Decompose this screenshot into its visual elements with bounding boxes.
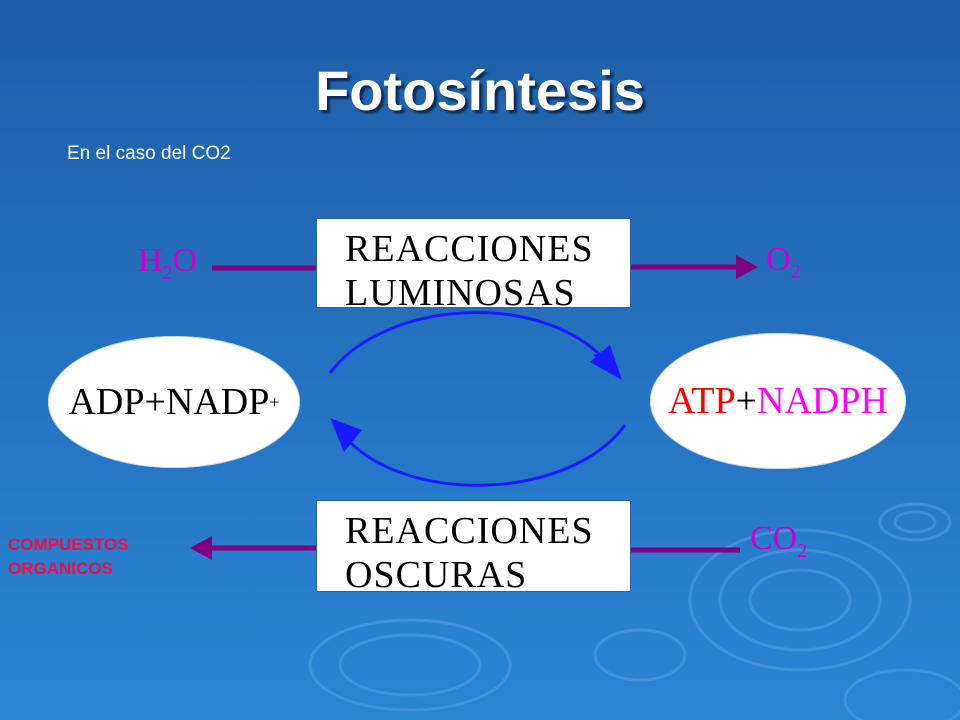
cycle-arrow-top <box>328 311 607 374</box>
adp-nadp-ellipse: ADP+NADP+ <box>48 336 300 468</box>
plus-sign: + <box>735 380 758 422</box>
light-reactions-box: REACCIONES LUMINOSAS <box>316 218 631 314</box>
light-reactions-line2: LUMINOSAS <box>345 272 576 314</box>
dark-reactions-box: REACCIONES OSCURAS <box>316 500 631 596</box>
cycle-arrowhead-bottom <box>330 418 362 452</box>
dark-reactions-line1: REACCIONES <box>345 510 594 552</box>
oxygen-label: O2 <box>766 241 801 283</box>
oxygen-arrowhead <box>736 255 758 279</box>
light-reactions-line1: REACCIONES <box>345 228 594 270</box>
adp-nadp-label: ADP+NADP <box>68 381 270 423</box>
water-label: H2O <box>138 242 198 284</box>
dark-reactions-line2: OSCURAS <box>345 554 528 596</box>
nadp-charge: + <box>269 391 280 412</box>
co2-label: CO2 <box>750 520 808 562</box>
nadph-label: NADPH <box>757 380 888 422</box>
organic-compounds-label: COMPUESTOS ORGANICOS <box>8 535 129 578</box>
cycle-arrow-bottom <box>346 424 627 487</box>
atp-label: ATP <box>668 380 736 422</box>
products-arrowhead <box>190 536 212 560</box>
atp-nadph-ellipse: ATP+NADPH <box>650 333 906 469</box>
page-title: Fotosíntesis <box>315 59 645 122</box>
subtitle: En el caso del CO2 <box>67 143 231 164</box>
